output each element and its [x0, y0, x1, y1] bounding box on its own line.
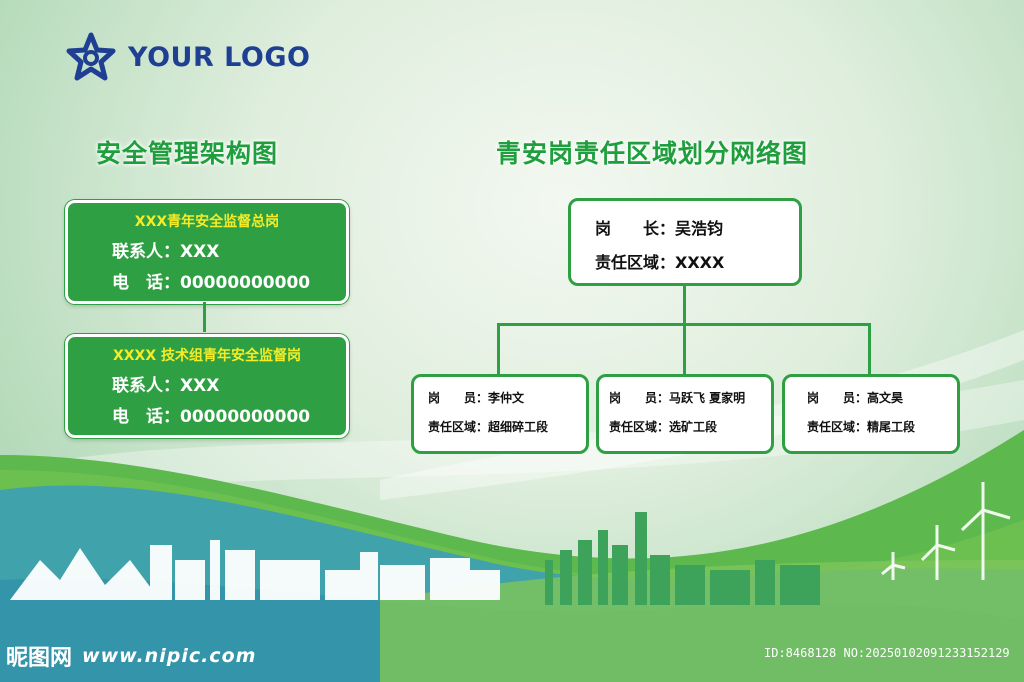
- tech-supervisor-contact: 联系人：XXX: [112, 376, 220, 396]
- nipic-watermark: 昵图网 www.nipic.com: [6, 640, 256, 672]
- tech-supervisor-phone: 电 话：00000000000: [112, 407, 311, 427]
- member-box-1: 岗 员：李仲文 责任区域：超细碎工段: [411, 374, 589, 454]
- tech-supervisor-head: XXXX 技术组青年安全监督岗: [112, 348, 302, 364]
- member-3-name: 岗 员：高文昊: [807, 391, 904, 405]
- tree-branch-middle: [683, 323, 686, 375]
- member-1-area: 责任区域：超细碎工段: [428, 420, 549, 434]
- general-supervisor-head: XXX青年安全监督总岗: [134, 214, 280, 230]
- left-connector: [203, 302, 206, 332]
- post-leader-box: 岗 长：吴浩钧 责任区域：XXXX: [568, 198, 802, 286]
- general-supervisor-box: XXX青年安全监督总岗 联系人：XXX 电 话：00000000000: [65, 200, 349, 304]
- member-2-area: 责任区域：选矿工段: [609, 420, 718, 434]
- tree-trunk-line: [683, 283, 686, 325]
- tech-supervisor-box: XXXX 技术组青年安全监督岗 联系人：XXX 电 话：00000000000: [65, 334, 349, 438]
- member-2-name: 岗 员：马跃飞 夏家明: [609, 391, 746, 405]
- logo: YOUR LOGO: [66, 32, 310, 82]
- watermark-url: www.nipic.com: [82, 645, 257, 667]
- member-3-area: 责任区域：精尾工段: [807, 420, 916, 434]
- tree-branch-right: [868, 323, 871, 375]
- logo-text: YOUR LOGO: [128, 41, 311, 73]
- member-box-3: 岗 员：高文昊 责任区域：精尾工段: [782, 374, 960, 454]
- post-leader-name: 岗 长：吴浩钧: [595, 219, 724, 238]
- watermark-site-name: 昵图网: [6, 645, 73, 671]
- member-box-2: 岗 员：马跃飞 夏家明 责任区域：选矿工段: [596, 374, 774, 454]
- logo-star-icon: [66, 32, 116, 81]
- general-supervisor-phone: 电 话：00000000000: [112, 273, 311, 293]
- left-section-title: 安全管理架构图: [96, 139, 279, 168]
- post-leader-area: 责任区域：XXXX: [595, 253, 725, 272]
- image-id-tag: ID:8468128 NO:20250102091233152129: [764, 646, 1010, 660]
- general-supervisor-contact: 联系人：XXX: [112, 242, 220, 262]
- right-section-title: 青安岗责任区域划分网络图: [496, 139, 809, 168]
- member-1-name: 岗 员：李仲文: [428, 391, 525, 405]
- tree-branch-left: [497, 323, 500, 375]
